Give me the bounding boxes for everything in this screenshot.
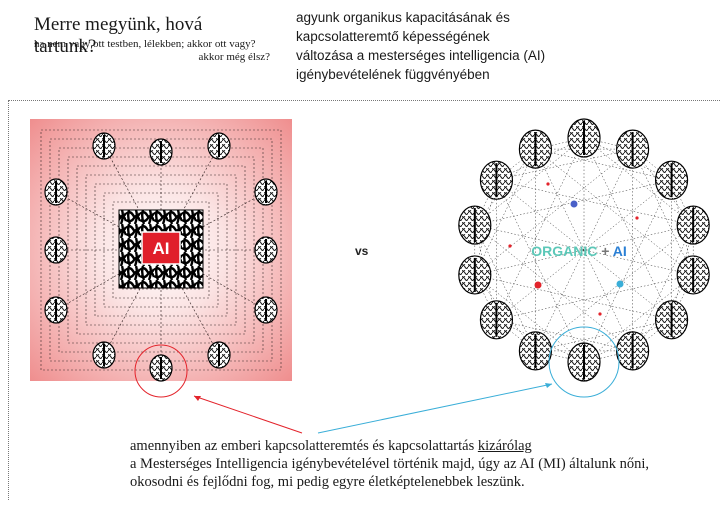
caption-line-2: a Mesterséges Intelligencia igénybevétel… — [130, 456, 650, 472]
brain-icon — [44, 236, 68, 264]
brain-icon — [458, 255, 492, 295]
network-line — [474, 148, 633, 276]
brain-icon — [567, 342, 601, 382]
brain-icon — [207, 341, 231, 369]
network-line — [535, 319, 672, 352]
neural-maze-block — [118, 209, 204, 289]
brain-icon — [654, 160, 689, 200]
frame-border-top — [8, 100, 720, 101]
concentric-square — [85, 174, 237, 326]
ai-label: AI — [613, 243, 627, 259]
caption-underlined-word: kizárólag — [477, 438, 532, 454]
network-line — [496, 319, 633, 352]
brain-icon — [479, 300, 514, 340]
network-line — [474, 137, 585, 226]
brain-icon — [518, 331, 553, 371]
network-line — [535, 148, 633, 352]
network-line — [535, 224, 694, 352]
network-dot — [616, 280, 624, 288]
bottom-caption: amennyiben az emberi kapcsolatteremtés é… — [130, 437, 720, 491]
network-line — [474, 179, 672, 226]
brain-icon — [518, 129, 553, 169]
network-line — [583, 137, 694, 226]
network-dot — [508, 244, 512, 248]
frame-border-left — [8, 100, 9, 500]
plus-label: + — [597, 243, 612, 259]
brain-icon — [479, 160, 514, 200]
left-highlight-circle — [134, 344, 188, 398]
network-dot — [570, 200, 578, 208]
page-subtitle: ha nem vagy ott testben, lélekben; akkor… — [34, 38, 274, 64]
network-line — [474, 224, 536, 352]
subtitle-line-1: ha nem vagy ott testben, lélekben; akkor… — [34, 38, 256, 50]
network-line — [632, 224, 694, 352]
network-line — [583, 137, 672, 320]
right-panel: ORGANIC + AI — [458, 118, 710, 382]
network-line — [535, 148, 694, 276]
network-line — [474, 274, 585, 363]
blue-arrow-line — [317, 383, 553, 434]
brain-icon — [676, 255, 710, 295]
network-line — [583, 274, 694, 363]
network-line — [496, 137, 585, 320]
blue-arrow-head — [545, 383, 552, 388]
subtitle-line-2: akkor még élsz? — [198, 51, 270, 63]
vs-label: vs — [355, 244, 369, 258]
left-brains — [44, 132, 278, 382]
brain-icon — [254, 236, 278, 264]
network-line — [474, 274, 672, 321]
network-line — [496, 274, 694, 321]
caption-line-1-text: amennyiben az emberi kapcsolatteremtés é… — [130, 438, 478, 454]
network-line — [632, 148, 694, 276]
brain-icon — [44, 178, 68, 206]
network-line — [496, 148, 633, 181]
brain-icon — [654, 300, 689, 340]
network-dot — [534, 281, 542, 289]
brain-icon — [92, 341, 116, 369]
description-line: igénybevételének függvényében — [296, 67, 490, 82]
brain-icon — [615, 129, 650, 169]
ai-box-label: AI — [153, 239, 170, 258]
brain-icon — [567, 118, 601, 158]
brain-icon — [676, 205, 710, 245]
red-arrow-line — [193, 395, 303, 434]
red-arrow-head — [194, 396, 201, 401]
header-description: agyunk organikus kapacitásának és kapcso… — [296, 8, 626, 84]
caption-line-3: okosodni és fejlődni fog, mi pedig egyre… — [130, 474, 525, 490]
network-line — [474, 148, 536, 276]
right-highlight-circle — [548, 326, 620, 398]
network-line — [535, 148, 672, 181]
caption-line-1: amennyiben az emberi kapcsolatteremtés é… — [130, 437, 720, 455]
brain-icon — [149, 138, 173, 166]
left-panel: AI — [30, 119, 292, 382]
organic-ai-label: ORGANIC + AI — [531, 243, 627, 259]
network-dot — [546, 182, 550, 186]
brain-icon — [458, 205, 492, 245]
brain-icon — [254, 178, 278, 206]
brain-icon — [207, 132, 231, 160]
right-brains — [458, 118, 710, 382]
brain-icon — [92, 132, 116, 160]
organic-label: ORGANIC — [531, 243, 597, 259]
description-line: kapcsolatteremtő képességének — [296, 29, 490, 44]
network-line — [474, 224, 633, 352]
ai-box — [141, 231, 181, 265]
network-line — [496, 179, 694, 226]
network-dot — [598, 312, 602, 316]
brain-icon — [615, 331, 650, 371]
brain-icon — [254, 296, 278, 324]
network-dot — [635, 216, 639, 220]
network-line — [496, 180, 585, 363]
description-line: változása a mesterséges intelligencia (A… — [296, 48, 546, 63]
description-line: agyunk organikus kapacitásának és — [296, 10, 510, 25]
page-title: Merre megyünk, hová tartunk? — [34, 14, 203, 57]
brain-icon — [44, 296, 68, 324]
brain-icon — [149, 354, 173, 382]
network-line — [583, 180, 672, 363]
